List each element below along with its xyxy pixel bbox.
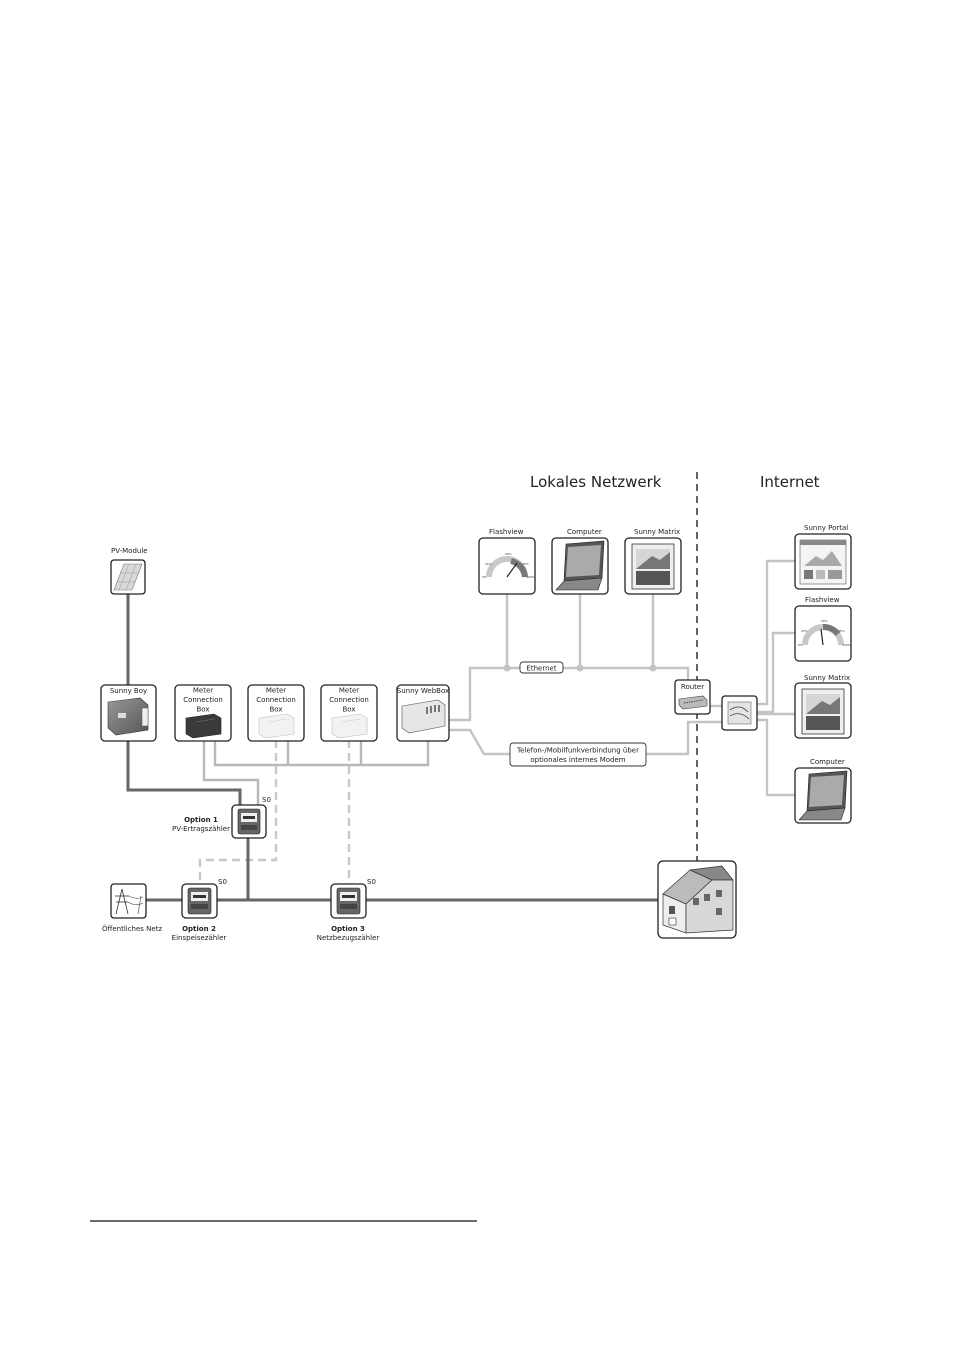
meter-connection-box-1: Meter Connection Box [174, 684, 232, 742]
ethernet-label: Ethernet [519, 661, 564, 674]
meter-option-3: S0 Option 3 Netzbezugszähler [317, 878, 380, 942]
meter-option-1: S0 Option 1 PV-Ertragszähler [172, 796, 271, 839]
router-icon [678, 695, 708, 710]
svg-text:Router: Router [681, 683, 704, 691]
svg-text:Meter: Meter [193, 687, 213, 695]
meter-connection-box-3: Meter Connection Box [320, 684, 378, 742]
inverter-icon [107, 697, 149, 736]
power-pylon-icon [115, 888, 144, 915]
svg-text:25%: 25% [485, 562, 492, 566]
meter-box-bus-lines [202, 740, 430, 806]
s0-dashed-lines [198, 740, 351, 885]
svg-text:100%: 100% [842, 643, 851, 647]
svg-text:Computer: Computer [567, 528, 602, 536]
svg-text:Connection: Connection [256, 696, 296, 704]
svg-text:Ethernet: Ethernet [526, 665, 556, 673]
power-lines [126, 594, 658, 902]
svg-text:S0: S0 [262, 796, 271, 804]
svg-text:Connection: Connection [329, 696, 369, 704]
svg-text:100%: 100% [526, 575, 535, 579]
svg-text:0%: 0% [482, 575, 487, 579]
section-title-local-network: Lokales Netzwerk [530, 473, 662, 491]
svg-text:Flashview: Flashview [489, 528, 524, 536]
svg-text:0%: 0% [798, 643, 803, 647]
svg-text:Sunny Boy: Sunny Boy [110, 687, 147, 695]
svg-text:Öffentliches Netz: Öffentliches Netz [102, 924, 162, 933]
sunny-matrix-local: Sunny Matrix [624, 528, 682, 595]
energy-meter-icon [237, 808, 261, 835]
svg-text:75%: 75% [838, 629, 845, 633]
svg-text:50%: 50% [821, 619, 828, 623]
ethernet-network-lines [447, 594, 690, 722]
svg-text:Option 1: Option 1 [184, 816, 218, 824]
meter-connection-box-icon [258, 713, 295, 739]
svg-text:Option 2: Option 2 [182, 925, 216, 933]
laptop-icon [555, 540, 605, 591]
computer-internet: Computer [794, 758, 852, 824]
sunny-matrix-internet: Sunny Matrix [794, 674, 852, 739]
pv-module: PV-Module [110, 547, 148, 595]
svg-text:Box: Box [269, 706, 282, 714]
display-screen-icon [801, 688, 845, 735]
svg-text:Sunny Portal: Sunny Portal [804, 524, 848, 532]
svg-text:75%: 75% [522, 562, 529, 566]
solar-panel-icon [113, 563, 143, 591]
energy-meter-icon [336, 887, 361, 915]
flashview-internet: Flashview 50% 25% 75% 0% 100% [794, 596, 852, 662]
internet-cloud-icon [727, 701, 752, 725]
router: Router [674, 679, 711, 715]
webbox-icon [401, 699, 446, 734]
web-portal-icon [799, 539, 847, 585]
svg-text:Netzbezugszähler: Netzbezugszähler [317, 934, 380, 942]
flashview-local: Flashview 50% 25% 75% 0% 100% [478, 528, 536, 595]
svg-text:Option 3: Option 3 [331, 925, 365, 933]
svg-text:PV-Ertragszähler: PV-Ertragszähler [172, 825, 230, 833]
sunny-portal: Sunny Portal [794, 524, 852, 590]
svg-text:optionales internes Modem: optionales internes Modem [530, 756, 625, 764]
svg-text:PV-Module: PV-Module [111, 547, 148, 555]
svg-text:Meter: Meter [266, 687, 286, 695]
energy-meter-icon [187, 887, 212, 915]
svg-text:S0: S0 [218, 878, 227, 886]
svg-text:Connection: Connection [183, 696, 223, 704]
svg-text:50%: 50% [505, 552, 512, 556]
svg-text:Box: Box [196, 706, 209, 714]
svg-text:25%: 25% [801, 629, 808, 633]
display-screen-icon [631, 543, 675, 590]
gauge-icon: 50% 25% 75% 0% 100% [798, 619, 851, 647]
sunny-boy-inverter: Sunny Boy [100, 684, 157, 742]
svg-text:Einspeisezähler: Einspeisezähler [172, 934, 227, 942]
meter-option-2: S0 Option 2 Einspeisezähler [172, 878, 227, 942]
svg-text:Sunny WebBox: Sunny WebBox [397, 687, 449, 695]
meter-connection-box-icon [331, 713, 368, 739]
svg-text:Sunny Matrix: Sunny Matrix [634, 528, 680, 536]
house [657, 860, 737, 939]
laptop-icon [798, 770, 848, 821]
svg-text:Telefon-/Mobilfunkverbindung ü: Telefon-/Mobilfunkverbindung über [516, 747, 639, 755]
svg-text:Meter: Meter [339, 687, 359, 695]
public-grid: Öffentliches Netz [102, 883, 162, 933]
internet-lines [757, 559, 795, 797]
svg-text:S0: S0 [367, 878, 376, 886]
svg-text:Sunny Matrix: Sunny Matrix [804, 674, 850, 682]
svg-text:Box: Box [342, 706, 355, 714]
sunny-webbox: Sunny WebBox [396, 684, 450, 742]
section-title-internet: Internet [760, 473, 820, 491]
computer-local: Computer [551, 528, 609, 595]
gauge-icon: 50% 25% 75% 0% 100% [482, 552, 535, 579]
modem-connection-label: Telefon-/Mobilfunkverbindung über option… [509, 742, 647, 767]
svg-text:Flashview: Flashview [805, 596, 840, 604]
house-icon [662, 865, 734, 934]
meter-connection-box-icon [185, 713, 222, 739]
svg-text:Computer: Computer [810, 758, 845, 766]
internet-hub [721, 695, 758, 731]
meter-connection-box-2: Meter Connection Box [247, 684, 305, 742]
